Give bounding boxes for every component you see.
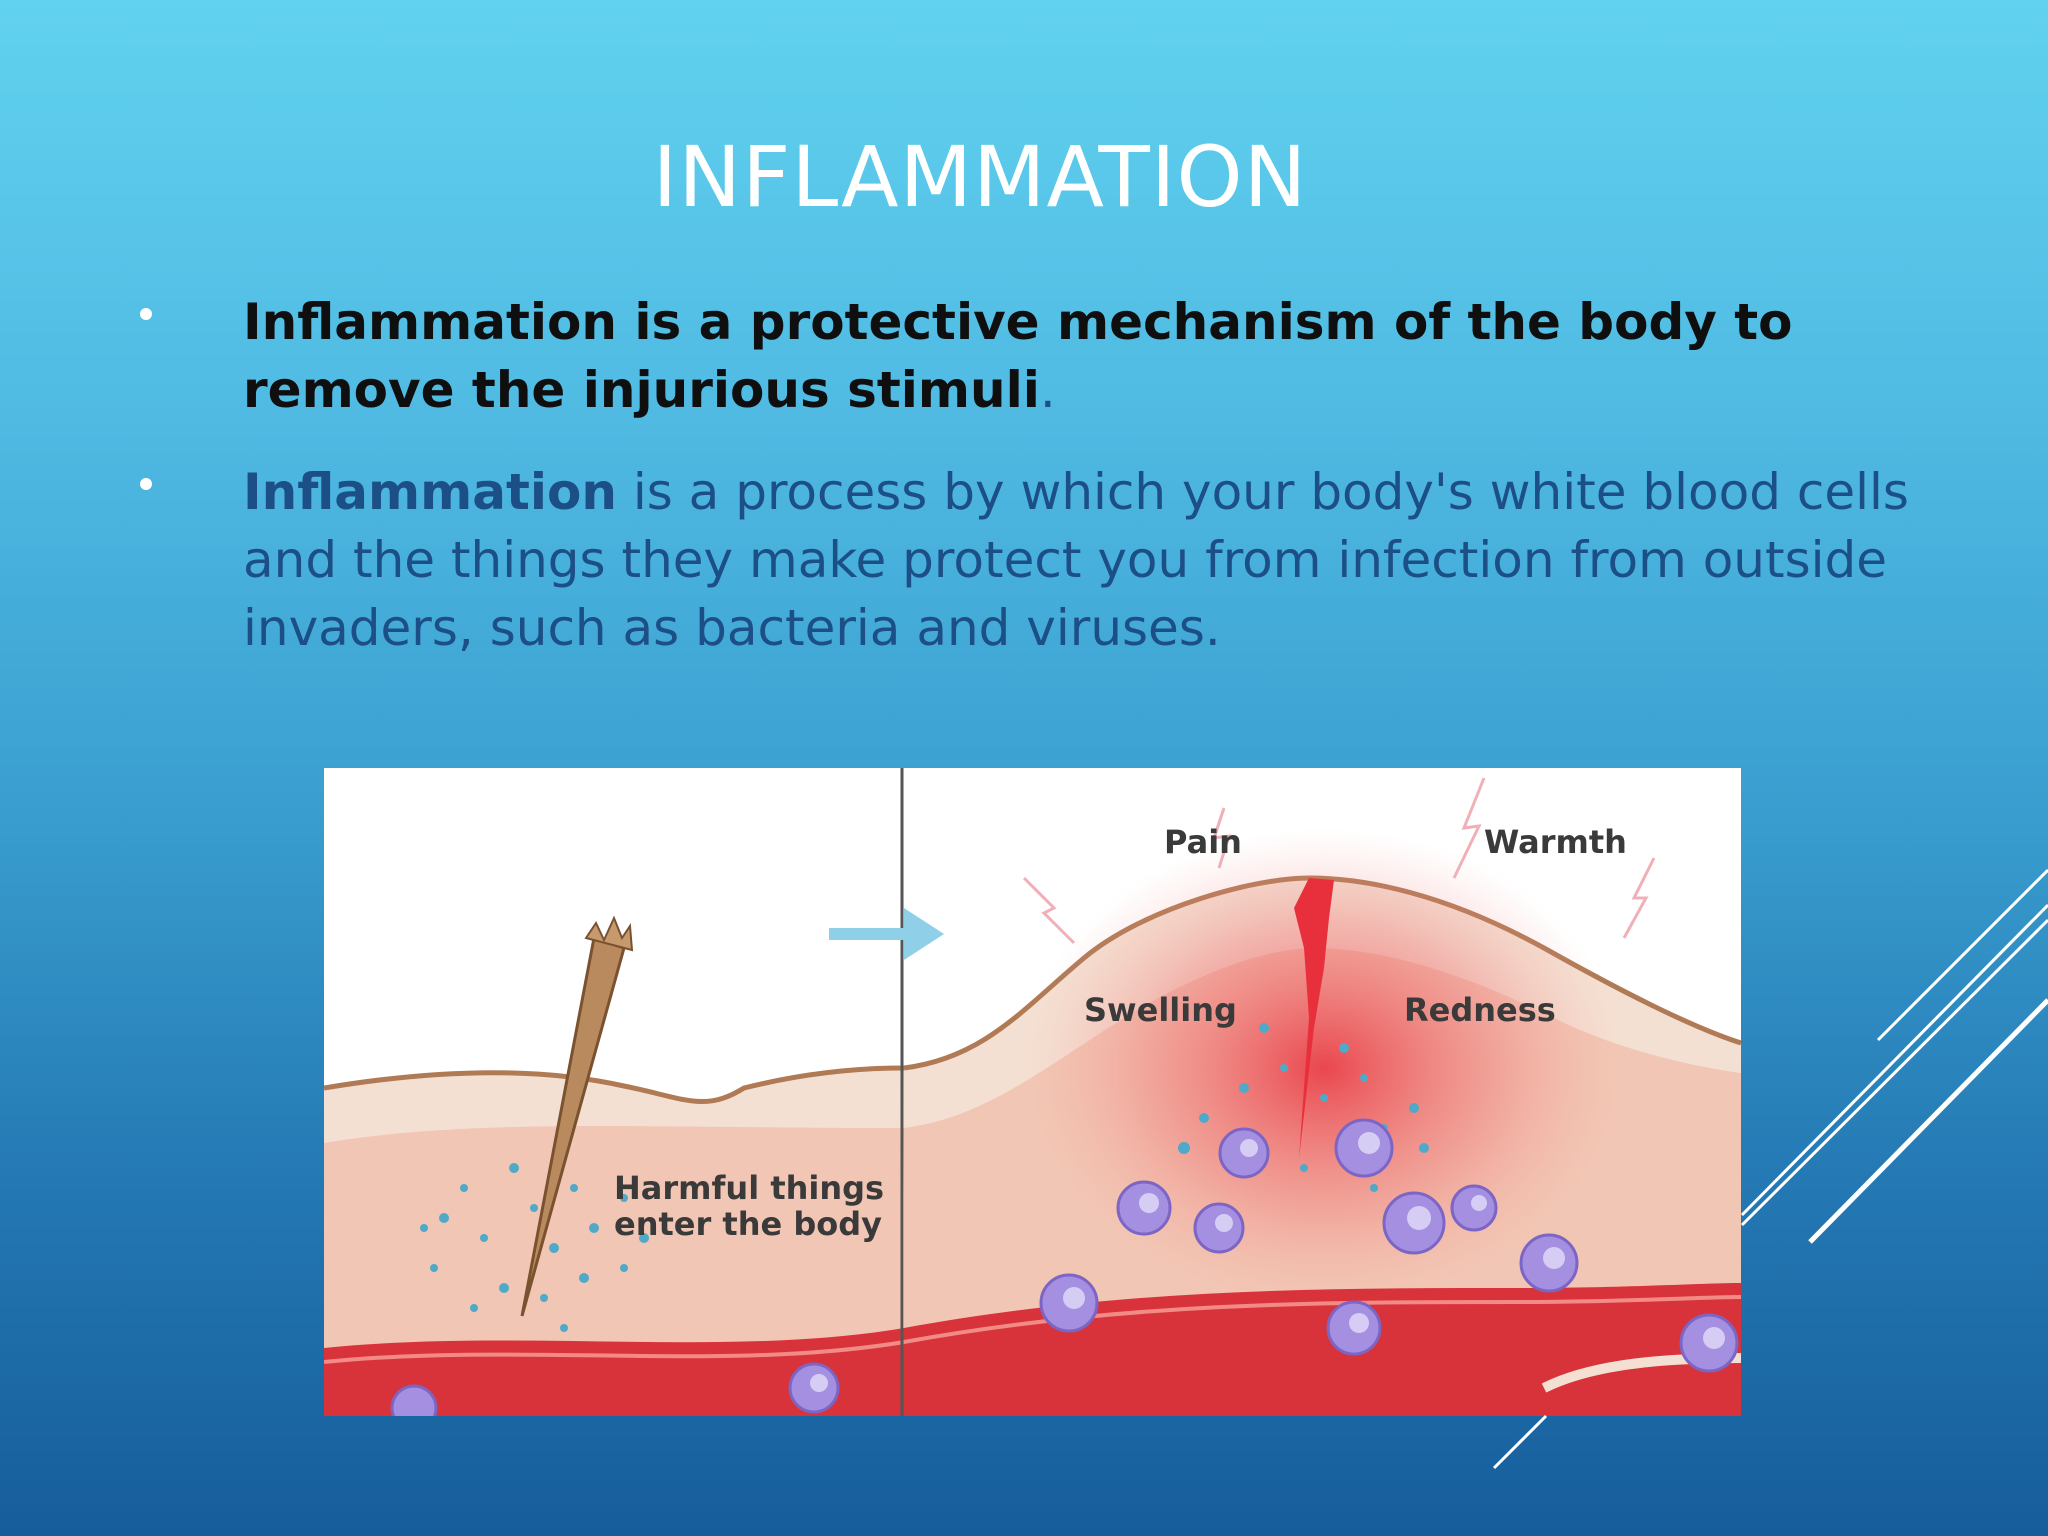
bullet-list: Inflammation is a protective mechanism o… — [140, 288, 1920, 696]
label-warmth: Warmth — [1484, 823, 1627, 861]
particles-left — [420, 1163, 649, 1332]
vessel-highlight — [324, 1295, 1741, 1364]
spark-icon — [1622, 857, 1656, 939]
bullet-item-process: Inflammation is a process by which your … — [140, 458, 1920, 662]
inflammation-illustration: Harmful things enter the body Pain Warmt… — [324, 768, 1741, 1416]
bullet-text-bold: Inflammation is a protective mechanism o… — [243, 293, 1793, 419]
label-harmful-line1: Harmful things — [614, 1169, 885, 1207]
bullet-item-definition: Inflammation is a protective mechanism o… — [140, 288, 1920, 424]
skin-surface-left — [324, 1065, 905, 1105]
pain-spark-icon — [1211, 807, 1232, 869]
bullet-text: is a process by which your body's white … — [243, 463, 1909, 657]
wound — [1294, 878, 1334, 1158]
bullet-lead-term: Inflammation — [243, 463, 617, 521]
label-redness: Redness — [1404, 991, 1556, 1029]
splinter-tip — [584, 915, 634, 952]
label-swelling: Swelling — [1084, 991, 1237, 1029]
corner-lines-icon — [1492, 868, 2048, 1470]
bullet-text-tail: . — [1039, 361, 1056, 419]
illustration-svg — [324, 768, 1741, 1416]
spark-icon — [1022, 876, 1076, 945]
slide-title: INFLAMMATION — [652, 128, 1308, 226]
label-harmful-things: Harmful things enter the body — [614, 1170, 884, 1242]
bullet-dot — [140, 478, 152, 490]
label-harmful-line2: enter the body — [614, 1205, 882, 1243]
bullet-dot — [140, 308, 152, 320]
label-pain: Pain — [1164, 823, 1242, 861]
warmth-spark-icon — [1452, 777, 1486, 879]
blood-vessel — [324, 1283, 1741, 1416]
cell-nuclei — [810, 1132, 1725, 1392]
arrow-icon — [829, 908, 944, 960]
